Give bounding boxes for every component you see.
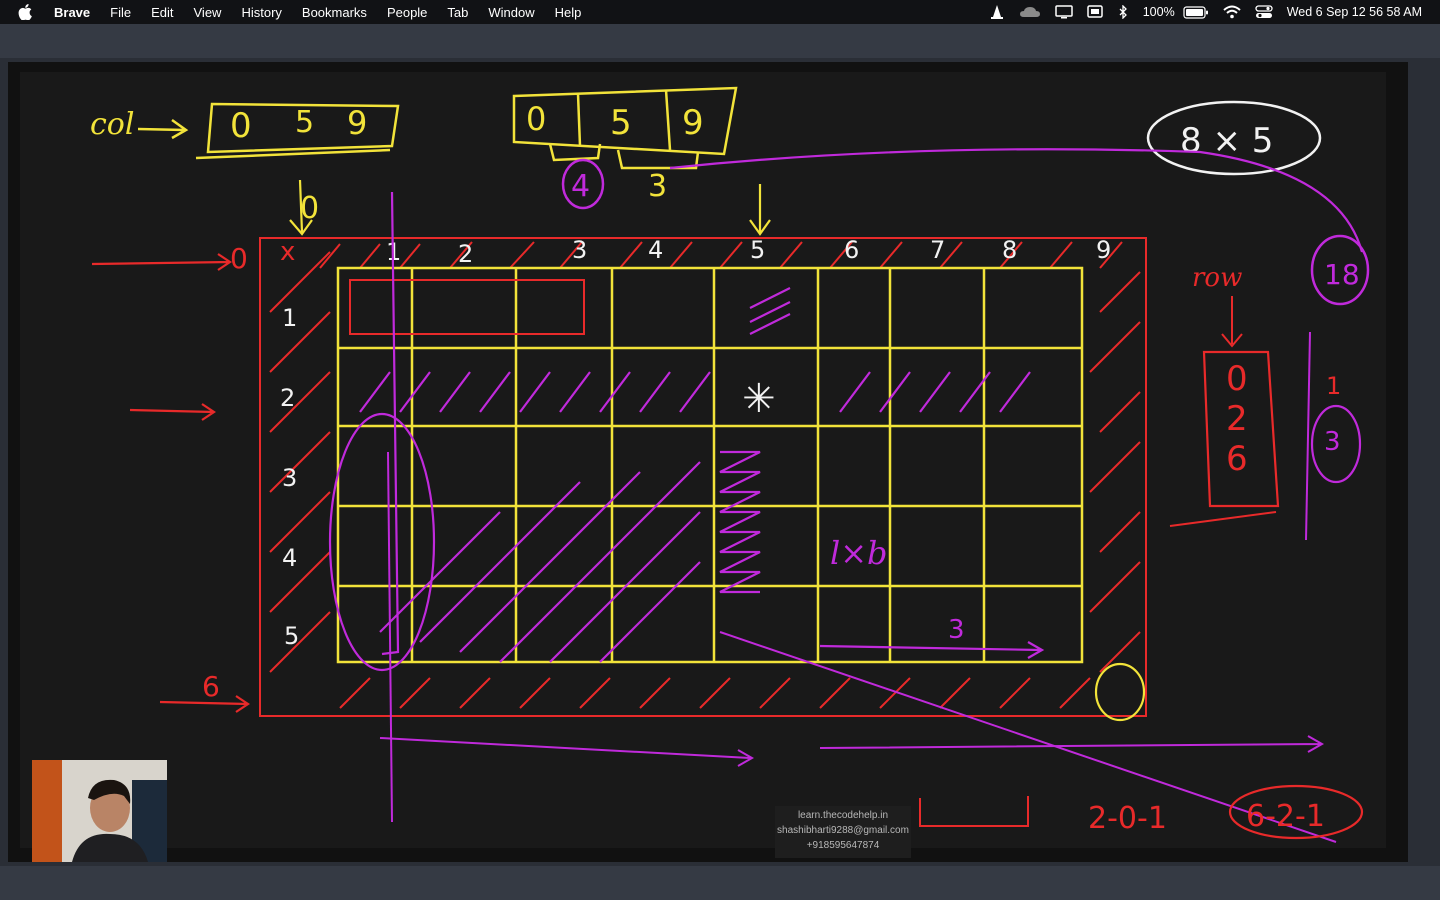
- whiteboard-drawing: col 0 5 9 0 5 9 4 3 8 × 5 18: [20, 72, 1386, 848]
- bottom-strip: [0, 866, 1440, 900]
- watermark-site: learn.thecodehelp.in: [775, 808, 911, 823]
- row-axis-5: 5: [284, 622, 299, 650]
- col-axis-4: 4: [648, 236, 663, 264]
- row-axis-4: 4: [282, 544, 297, 572]
- top-zero-label: 0: [300, 191, 319, 226]
- col-axis-x: x: [280, 237, 295, 267]
- control-center-icon[interactable]: [1255, 5, 1273, 19]
- battery-icon[interactable]: [1183, 6, 1209, 19]
- cloud-icon[interactable]: [1019, 5, 1041, 19]
- top-array-1: 5: [610, 103, 632, 143]
- row-label: row: [1192, 263, 1242, 293]
- webcam-feed: [32, 760, 167, 862]
- row-array-0: 0: [1226, 359, 1248, 399]
- bottom-gap-label: 3: [948, 615, 965, 645]
- col-axis-7: 7: [930, 236, 945, 264]
- col-axis-5: 5: [750, 236, 765, 264]
- star-mark: ✳: [742, 376, 776, 422]
- row-array-1: 2: [1226, 399, 1248, 439]
- inner-grid: [338, 268, 1082, 662]
- col-arrow: [138, 120, 186, 138]
- top-array-0: 0: [526, 100, 546, 138]
- clock[interactable]: Wed 6 Sep 12 56 58 AM: [1287, 5, 1422, 19]
- dims-label: 8 × 5: [1180, 121, 1273, 161]
- menu-people[interactable]: People: [387, 5, 427, 20]
- menu-window[interactable]: Window: [488, 5, 534, 20]
- row-axis-0: 0: [230, 242, 248, 275]
- col-axis-8: 8: [1002, 236, 1017, 264]
- col-axis-2: 2: [458, 240, 473, 268]
- col-axis-3: 3: [572, 236, 587, 264]
- watermark: learn.thecodehelp.in shashibharti9288@gm…: [775, 806, 911, 858]
- battery-percent: 100%: [1143, 5, 1175, 19]
- display-icon[interactable]: [1055, 5, 1073, 19]
- menu-view[interactable]: View: [194, 5, 222, 20]
- menu-help[interactable]: Help: [555, 5, 582, 20]
- watermark-email: shashibharti9288@gmail.com: [775, 823, 911, 838]
- col-axis-9: 9: [1096, 236, 1111, 264]
- apple-icon[interactable]: [18, 4, 40, 20]
- wifi-icon[interactable]: [1223, 5, 1241, 19]
- menu-tab[interactable]: Tab: [447, 5, 468, 20]
- row-gap-3: 3: [1324, 427, 1341, 457]
- bottom-seq: 2-0-1: [1088, 801, 1167, 836]
- cast-icon[interactable]: [1087, 5, 1103, 19]
- highlight-cell: [350, 280, 584, 334]
- column-ellipse: [330, 414, 434, 670]
- shared-screen: col 0 5 9 0 5 9 4 3 8 × 5 18: [8, 62, 1408, 862]
- col-array-0: 0: [230, 106, 252, 146]
- col-label: col: [90, 107, 134, 142]
- row-axis-1: 1: [282, 304, 297, 332]
- corner-circle: [1096, 664, 1144, 720]
- menu-file[interactable]: File: [110, 5, 131, 20]
- menu-app-brave[interactable]: Brave: [54, 5, 90, 20]
- watermark-phone: +918595647874: [775, 838, 911, 853]
- gap-label-3: 3: [648, 169, 667, 204]
- row-gap-1: 1: [1326, 372, 1341, 400]
- status-area: 100% Wed 6 Sep 12 56 58 AM: [989, 0, 1422, 24]
- menu-bookmarks[interactable]: Bookmarks: [302, 5, 367, 20]
- col-axis-6: 6: [844, 236, 859, 264]
- gap-label-4: 4: [571, 169, 590, 204]
- area-label: l×b: [830, 534, 888, 572]
- row-axis-3: 3: [282, 464, 297, 492]
- bluetooth-icon[interactable]: [1117, 5, 1129, 19]
- red-arrows: [92, 254, 248, 712]
- vlc-icon[interactable]: [989, 4, 1005, 20]
- col-array-2: 9: [347, 104, 367, 142]
- menu-history[interactable]: History: [241, 5, 281, 20]
- row-array-2: 6: [1226, 439, 1248, 479]
- top-array-2: 9: [682, 103, 704, 143]
- row-axis-2: 2: [280, 384, 295, 412]
- col-array-1: 5: [295, 105, 314, 140]
- magenta-hatch: [360, 288, 1030, 662]
- hatch-border: [270, 242, 1140, 708]
- browser-toolbar-strip: [0, 24, 1440, 58]
- menu-edit[interactable]: Edit: [151, 5, 173, 20]
- bottom-circled: 6-2-1: [1246, 799, 1325, 834]
- side-circle-label: 18: [1324, 258, 1360, 291]
- menu-bar: Brave File Edit View History Bookmarks P…: [0, 0, 1440, 24]
- whiteboard: col 0 5 9 0 5 9 4 3 8 × 5 18: [20, 72, 1386, 848]
- row-axis-6: 6: [202, 670, 220, 703]
